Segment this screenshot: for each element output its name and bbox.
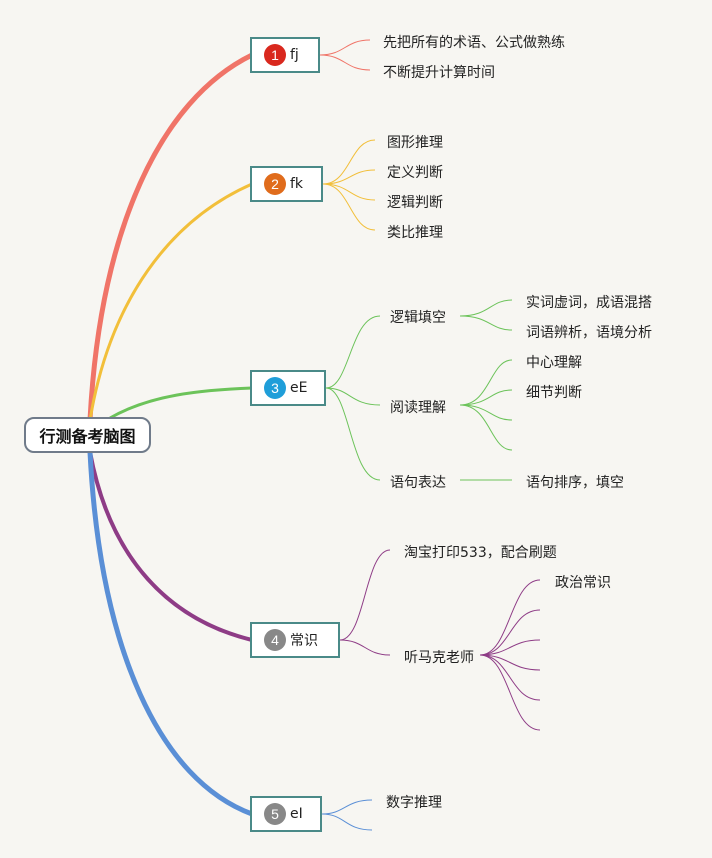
subtopic-label[interactable]: 听马克老师 [404, 650, 474, 666]
topic-label[interactable]: 先把所有的术语、公式做熟练 [383, 35, 565, 51]
topic-label[interactable]: 词语辨析，语境分析 [526, 325, 652, 341]
topic-label[interactable]: 政治常识 [555, 575, 611, 591]
root-node[interactable]: 行测备考脑图 [24, 417, 151, 453]
branch-5-child-connectors [321, 799, 373, 831]
number-badge-icon: 1 [264, 44, 286, 66]
subtopic-label[interactable]: 淘宝打印533，配合刷题 [404, 545, 557, 561]
branch-3-connector [109, 386, 253, 420]
branch-node-1[interactable]: 1 fj [250, 37, 320, 73]
branch-node-5[interactable]: 5 eI [250, 796, 322, 832]
topic-label[interactable]: 数字推理 [386, 795, 442, 811]
branch-node-4[interactable]: 4 常识 [250, 622, 340, 658]
branch-1-connector [87, 52, 254, 421]
branch-label: fk [290, 176, 304, 192]
branch-node-2[interactable]: 2 fk [250, 166, 323, 202]
branch-2-child-connectors [322, 139, 376, 231]
subtopic-label[interactable]: 语句表达 [390, 475, 446, 491]
branch-5-connector [87, 451, 253, 817]
topic-label[interactable]: 中心理解 [526, 355, 582, 371]
topic-label[interactable]: 逻辑判断 [387, 195, 443, 211]
branch-node-3[interactable]: 3 eE [250, 370, 326, 406]
number-badge-icon: 3 [264, 377, 286, 399]
subtopic-label[interactable]: 逻辑填空 [390, 310, 446, 326]
branch-3-child-connectors [325, 299, 513, 481]
topic-label[interactable]: 语句排序，填空 [526, 475, 624, 491]
topic-label[interactable]: 类比推理 [387, 225, 443, 241]
branch-label: eI [290, 806, 303, 822]
branch-label: eE [290, 380, 308, 396]
topic-label[interactable]: 不断提升计算时间 [383, 65, 495, 81]
subtopic-label[interactable]: 阅读理解 [390, 400, 446, 416]
branch-label: fj [290, 47, 299, 63]
branch-1-child-connectors [319, 39, 371, 71]
topic-label[interactable]: 细节判断 [526, 385, 582, 401]
branch-2-connector [88, 182, 253, 421]
topic-label[interactable]: 图形推理 [387, 135, 443, 151]
topic-label[interactable]: 实词虚词，成语混搭 [526, 295, 652, 311]
branch-4-connector [88, 451, 253, 642]
branch-4-child-connectors [339, 549, 541, 731]
number-badge-icon: 2 [264, 173, 286, 195]
branch-label: 常识 [290, 633, 318, 649]
number-badge-icon: 4 [264, 629, 286, 651]
topic-label[interactable]: 定义判断 [387, 165, 443, 181]
number-badge-icon: 5 [264, 803, 286, 825]
